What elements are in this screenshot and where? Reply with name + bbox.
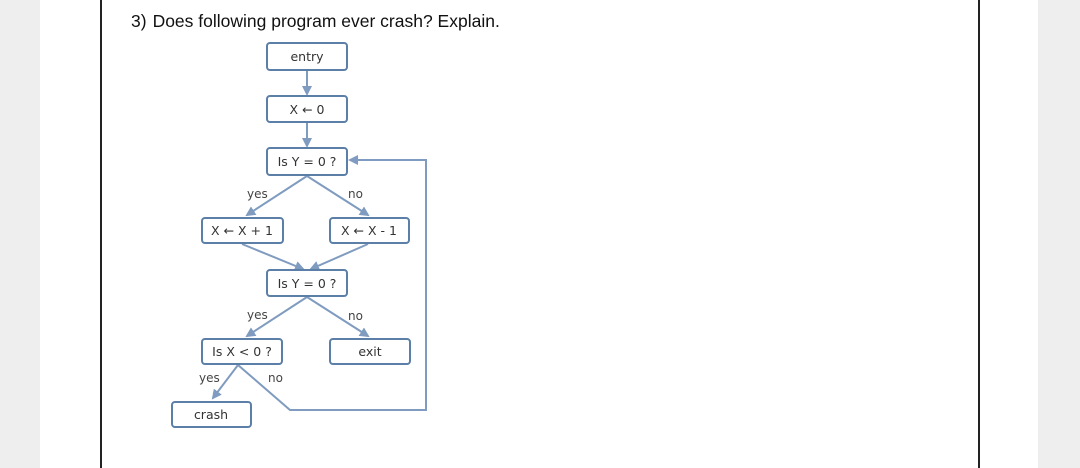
node-x-plus-label: X ← X + 1 (211, 223, 273, 238)
label-y1-yes: yes (247, 187, 268, 201)
node-test-x-label: Is X < 0 ? (212, 344, 272, 359)
node-x-plus: X ← X + 1 (201, 217, 284, 244)
node-test-y2: Is Y = 0 ? (266, 269, 348, 297)
node-crash-label: crash (194, 407, 228, 422)
node-exit: exit (329, 338, 411, 365)
node-test-y1-label: Is Y = 0 ? (278, 154, 337, 169)
right-margin-line (978, 0, 980, 468)
edge-y2-yes (245, 296, 308, 338)
node-test-y2-label: Is Y = 0 ? (278, 276, 337, 291)
node-test-y1: Is Y = 0 ? (266, 147, 348, 176)
edge-x-yes (211, 364, 239, 400)
node-x-minus: X ← X - 1 (329, 217, 410, 244)
question-text: Does following program ever crash? Expla… (152, 11, 500, 31)
node-assign-x0-label: X ← 0 (290, 102, 325, 117)
node-exit-label: exit (358, 344, 381, 359)
left-margin-line (100, 0, 102, 468)
label-x-yes: yes (199, 371, 220, 385)
label-y2-yes: yes (247, 308, 268, 322)
node-assign-x0: X ← 0 (266, 95, 348, 123)
edge-y2-no (306, 296, 370, 338)
edge-y1-yes (245, 175, 308, 217)
node-x-minus-label: X ← X - 1 (341, 223, 397, 238)
label-y1-no: no (348, 187, 363, 201)
edge-y1-no (306, 175, 370, 217)
label-x-no: no (268, 371, 283, 385)
node-entry: entry (266, 42, 348, 71)
edge-x-no-loop (237, 155, 427, 411)
node-test-x: Is X < 0 ? (201, 338, 283, 365)
question-heading: 3)Does following program ever crash? Exp… (131, 11, 500, 32)
edge-xplus-to-test-y2 (241, 243, 305, 271)
label-y2-no: no (348, 309, 363, 323)
edge-xminus-to-test-y2 (309, 243, 369, 271)
node-entry-label: entry (290, 49, 324, 64)
node-crash: crash (171, 401, 252, 428)
question-number: 3) (131, 11, 147, 31)
